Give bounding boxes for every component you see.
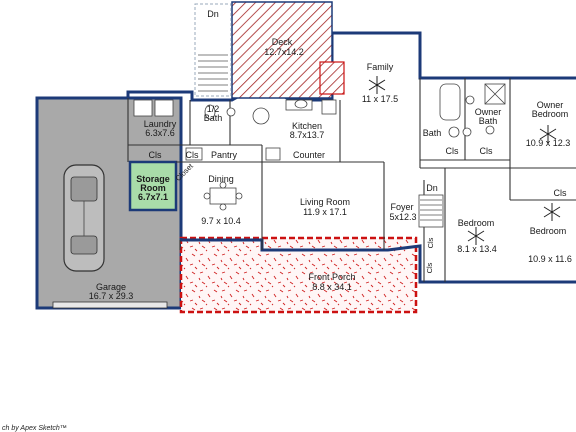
room-label: Cls	[186, 150, 199, 160]
room-dims: 8.7x13.7	[290, 130, 325, 140]
room-dims: 12.7x14.2	[264, 47, 304, 57]
room-label: Owner	[537, 100, 564, 110]
room-label: Bedroom	[458, 218, 495, 228]
room-dims: 9.7 x 10.4	[201, 216, 241, 226]
interior-walls	[127, 78, 576, 282]
ceiling-fan-icon	[368, 76, 561, 245]
room-dims: 16.7 x 29.3	[89, 291, 134, 301]
room-label: Laundry	[144, 119, 177, 129]
room-label: Kitchen	[292, 121, 322, 131]
stairs-top	[194, 3, 232, 97]
storage-room-area	[128, 160, 178, 212]
room-dims: 8.1 x 13.4	[457, 244, 497, 254]
room-dims: 5x12.3	[389, 212, 416, 222]
room-label: Dn	[426, 183, 438, 193]
room-label: Dn	[207, 9, 219, 19]
room-label: Owner	[475, 107, 502, 117]
room-label: Cls	[426, 237, 435, 248]
room-label: Front Porch	[308, 272, 355, 282]
room-label: Deck	[272, 37, 293, 47]
room-label: Storage	[136, 174, 170, 184]
room-label: Bedroom	[530, 226, 567, 236]
room-label: Bath	[423, 128, 442, 138]
room-dims: 10.9 x 12.3	[526, 138, 571, 148]
room-dims: 11.9 x 17.1	[303, 207, 347, 217]
room-dims: 11 x 17.5	[362, 94, 398, 104]
room-dims: 6.3x7.6	[145, 128, 175, 138]
room-label: Bath	[479, 116, 498, 126]
room-label: Pantry	[211, 150, 238, 160]
room-label: Cls	[480, 146, 493, 156]
room-label: Foyer	[390, 202, 413, 212]
stairs-top-treads	[198, 54, 228, 92]
room-dims: 6.7x7.1	[138, 192, 168, 202]
room-label: Garage	[96, 282, 126, 292]
room-label: Cls	[425, 262, 434, 273]
credit-text: ch by Apex Sketch™	[2, 425, 67, 432]
fixtures	[133, 83, 506, 228]
room-label: Room	[140, 183, 166, 193]
room-label: Cls	[446, 146, 459, 156]
room-label: Counter	[293, 150, 325, 160]
room-dims: 10.9 x 11.6	[528, 254, 572, 264]
room-label: Bath	[204, 113, 223, 123]
room-dims: 8.8 x 34.1	[312, 282, 352, 292]
garage-door	[52, 301, 168, 309]
room-label: Bedroom	[532, 109, 569, 119]
room-label: Cls	[149, 150, 162, 160]
room-label: Cls	[554, 188, 567, 198]
car-icon	[63, 164, 105, 272]
room-label: Family	[367, 62, 394, 72]
room-label: Living Room	[300, 197, 350, 207]
deck-area	[231, 1, 333, 99]
room-label: 1/2	[207, 104, 220, 114]
foyer-stair-treads	[420, 199, 442, 221]
fireplace-icon	[319, 61, 345, 95]
room-label: Dining	[208, 174, 234, 184]
